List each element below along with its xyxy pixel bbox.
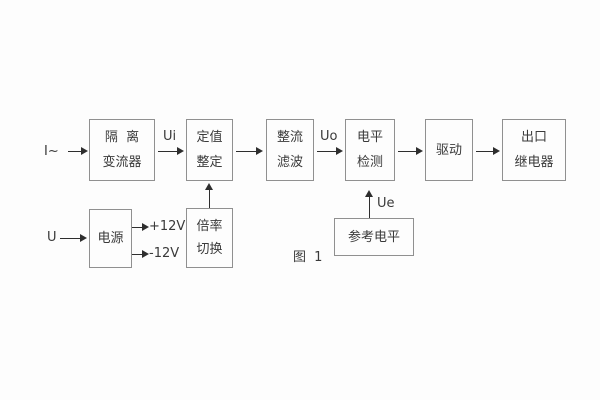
block-output-relay: 出口 继电器 <box>502 119 566 181</box>
label-minus-12v: -12V <box>149 246 180 261</box>
block-ratio-switch: 倍率 切换 <box>186 208 233 268</box>
block-ratio-switch-line2: 切换 <box>196 242 223 258</box>
block-reference-level-line1: 参考电平 <box>347 229 400 245</box>
label-uo: Uo <box>320 129 338 144</box>
block-power-supply: 电源 <box>89 209 132 268</box>
block-level-detection: 电平 检测 <box>345 119 395 181</box>
label-ui: Ui <box>163 129 177 144</box>
block-setting-adjust-line2: 整定 <box>196 154 223 170</box>
block-drive: 驱动 <box>425 119 473 181</box>
block-drive-line1: 驱动 <box>435 142 462 158</box>
block-power-supply-line1: 电源 <box>97 231 124 246</box>
block-setting-adjust: 定值 整定 <box>186 119 233 181</box>
block-rectifier-filter: 整流 滤波 <box>266 119 314 181</box>
block-rectifier-filter-line2: 滤波 <box>276 154 303 170</box>
block-ratio-switch-line1: 倍率 <box>196 218 223 234</box>
block-isolation-transformer: 隔 离 变流器 <box>89 119 155 181</box>
block-level-detection-line2: 检测 <box>356 154 383 170</box>
block-output-relay-line1: 出口 <box>520 130 547 146</box>
block-output-relay-line2: 继电器 <box>514 154 554 170</box>
label-ue: Ue <box>377 196 395 211</box>
label-input-current: I~ <box>44 144 59 159</box>
label-plus-12v: +12V <box>149 219 186 234</box>
block-reference-level: 参考电平 <box>334 218 414 256</box>
block-rectifier-filter-line1: 整流 <box>276 130 303 146</box>
block-setting-adjust-line1: 定值 <box>196 130 223 146</box>
label-input-voltage: U <box>47 230 57 245</box>
block-level-detection-line1: 电平 <box>356 130 383 146</box>
block-isolation-transformer-line2: 变流器 <box>102 154 142 170</box>
block-isolation-transformer-line1: 隔 离 <box>104 130 140 146</box>
figure-caption: 图 1 <box>293 250 325 265</box>
